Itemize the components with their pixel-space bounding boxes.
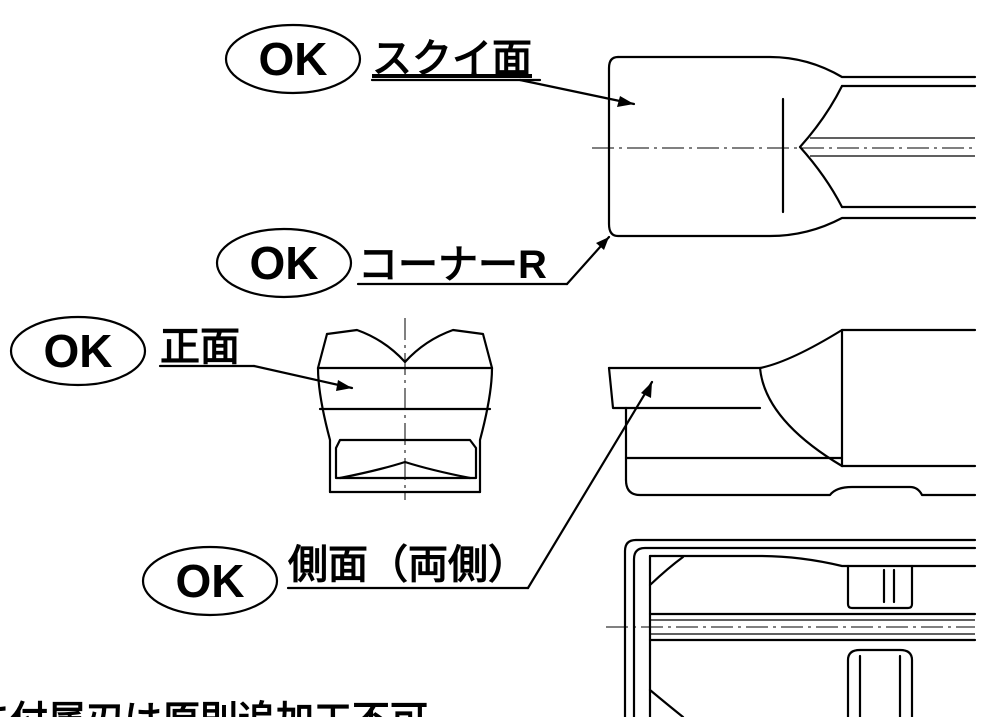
ok-badge-front xyxy=(9,315,147,387)
label-rake-face: OK スクイ面 xyxy=(224,23,636,107)
footnote-text: に付属刃は原則追加工不可 xyxy=(0,700,428,717)
ok-badge-side-text: OK xyxy=(176,555,245,607)
side-face-label: 側面（両側） xyxy=(287,543,528,587)
label-corner-r: OK コーナーR xyxy=(215,227,611,299)
ok-badge-rake xyxy=(224,23,362,95)
corner-r-label: コーナーR xyxy=(358,243,547,287)
ok-badge-corner xyxy=(215,227,353,299)
ok-badge-side xyxy=(141,545,279,617)
bottom-view-drawing xyxy=(606,538,977,717)
top-view-drawing xyxy=(592,55,977,238)
ok-badge-front-text: OK xyxy=(44,325,113,377)
ok-badge-rake-text: OK xyxy=(259,33,328,85)
front-face-label: 正面 xyxy=(160,325,240,369)
rake-face-label: スクイ面 xyxy=(372,37,532,81)
front-view-drawing xyxy=(316,318,494,500)
ok-badge-corner-text: OK xyxy=(250,237,319,289)
label-front-face: OK 正面 xyxy=(9,315,354,391)
side-view-drawing xyxy=(607,328,977,497)
label-side-face: OK 側面（両側） xyxy=(141,380,654,617)
